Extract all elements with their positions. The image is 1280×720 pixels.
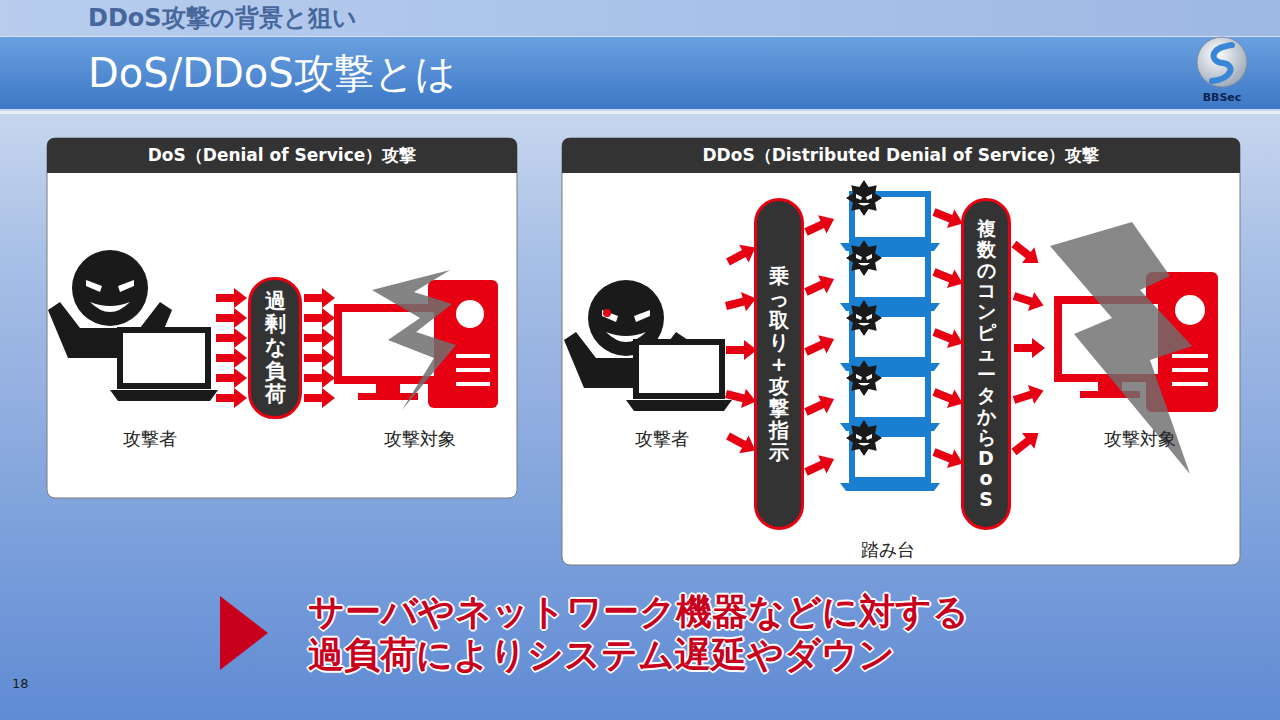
illustration-part	[456, 300, 484, 328]
pill-text: 乗っ取り + 攻撃指示	[769, 265, 789, 463]
attacker-icon	[48, 250, 218, 401]
group-label: 踏み台	[861, 538, 915, 562]
logo-text: BBSec	[1203, 91, 1242, 104]
illustration-part	[110, 390, 218, 401]
illustration-part	[1212, 45, 1232, 81]
illustration-part	[802, 390, 839, 421]
illustration-part	[726, 340, 757, 360]
illustration-part	[216, 288, 247, 308]
label-pill: 過剰な負荷	[248, 277, 302, 418]
illustration-part	[846, 180, 882, 216]
illustration-part	[304, 308, 335, 328]
illustration-part	[456, 356, 490, 384]
illustration-part	[1011, 381, 1047, 410]
bot-laptops	[840, 180, 940, 491]
illustration-part	[304, 388, 335, 408]
illustration-part	[846, 240, 882, 276]
diagram-panel: DDoS（Distributed Denial of Service）攻撃乗っ取…	[562, 138, 1240, 565]
illustration-part	[1008, 236, 1045, 271]
illustration-part	[1008, 425, 1045, 460]
section-heading: DDoS攻撃の背景と狙い	[88, 2, 357, 34]
header-strip	[0, 0, 1280, 36]
illustration-part	[802, 210, 839, 241]
illustration-part	[216, 308, 247, 328]
illustration-part	[216, 328, 247, 348]
illustration-part	[626, 400, 732, 411]
page-number: 18	[12, 676, 29, 691]
illustration-part	[1050, 222, 1192, 474]
illustration-part	[846, 300, 882, 336]
attacker-icon	[564, 280, 732, 411]
panel-heading: DDoS（Distributed Denial of Service）攻撃	[562, 138, 1240, 173]
illustration-part	[216, 368, 247, 388]
illustration-part	[603, 309, 611, 317]
actor-label: 攻撃者	[635, 427, 689, 451]
illustration-part	[216, 388, 247, 408]
illustration-part	[846, 360, 882, 396]
illustration-part	[802, 330, 839, 361]
illustration-part	[802, 270, 839, 301]
illustration-part	[636, 342, 722, 396]
target-label: 攻撃対象	[384, 427, 456, 451]
illustration-part	[1175, 295, 1205, 325]
illustration-part	[304, 368, 335, 388]
illustration-part	[1014, 338, 1045, 358]
illustration-part	[802, 450, 839, 481]
target-label: 攻撃対象	[1104, 427, 1176, 451]
title-rule	[0, 111, 1280, 114]
illustration-part	[1172, 356, 1208, 384]
illustration-part	[376, 384, 400, 394]
illustration-part	[846, 420, 882, 456]
illustration-part	[304, 328, 335, 348]
slide-title: DoS/DDoS攻撃とは	[88, 46, 456, 101]
key-message: サーバやネットワーク機器などに対する 過負荷によりシステム遅延やダウン	[308, 590, 1208, 676]
label-pill: 乗っ取り + 攻撃指示	[754, 198, 804, 530]
illustration-part	[304, 348, 335, 368]
illustration-part	[1197, 37, 1247, 87]
panel-ground	[47, 138, 517, 498]
illustration-part	[1011, 286, 1047, 315]
title-band	[0, 37, 1280, 109]
panel-ground	[562, 138, 1240, 565]
target-server	[1050, 222, 1218, 474]
load-arrows	[216, 288, 335, 408]
pointer-triangle	[220, 596, 268, 670]
actor-label: 攻撃者	[123, 427, 177, 451]
illustration-part	[120, 330, 208, 386]
company-logo	[1197, 37, 1247, 87]
pill-text: 過剰な負荷	[265, 290, 286, 405]
illustration-part	[304, 288, 335, 308]
label-pill: 複数のコンピュータからDoS	[961, 198, 1011, 530]
panel-heading: DoS（Denial of Service）攻撃	[47, 138, 517, 173]
pill-text: 複数のコンピュータからDoS	[977, 218, 996, 510]
illustration-part	[216, 348, 247, 368]
illustration-part	[372, 270, 456, 410]
target-server	[338, 270, 498, 410]
